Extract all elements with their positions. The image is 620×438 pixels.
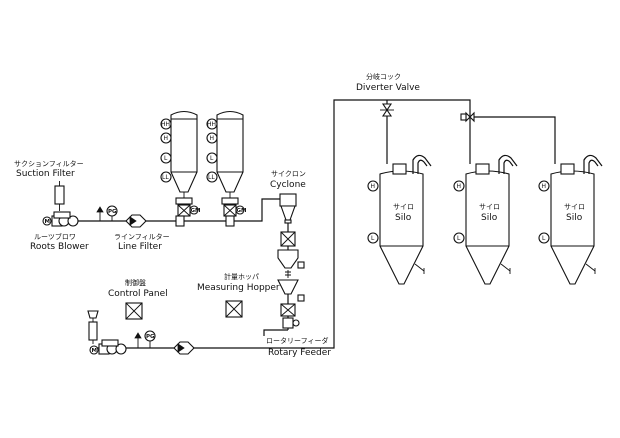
suction-filter-lower	[87, 310, 99, 344]
svg-text:H: H	[210, 135, 215, 142]
svg-text:HH: HH	[161, 121, 170, 128]
line-filter-label-en: Line Filter	[118, 242, 162, 252]
upper-line	[62, 198, 282, 222]
measuring-panel-box	[225, 300, 243, 318]
rotary-feeder	[280, 303, 300, 329]
svg-text:L: L	[457, 235, 461, 242]
silo-1-label-en: Silo	[395, 213, 412, 223]
diverter-valve-2	[460, 111, 475, 123]
line-filter-label-jp: ラインフィルター	[114, 232, 170, 241]
roots-blower-label-jp: ルーツブロワ	[34, 232, 76, 241]
svg-text:GM: GM	[191, 208, 201, 214]
pressure-gauge-upper: PG	[96, 205, 118, 221]
measuring-hopper-label-en: Measuring Hopper	[197, 283, 280, 293]
suction-filter-upper	[54, 181, 65, 211]
pressure-gauge-lower: PG	[134, 330, 156, 348]
line-filter-upper	[125, 214, 147, 228]
cyclone	[279, 193, 297, 224]
svg-text:M: M	[92, 348, 97, 354]
svg-text:L: L	[542, 235, 546, 242]
roots-blower-upper: M	[42, 211, 79, 227]
silo-3-label-jp: サイロ	[564, 203, 585, 211]
measuring-hopper	[277, 231, 305, 302]
tank-1: HH H L LL GM	[160, 110, 201, 227]
svg-text:H: H	[164, 135, 169, 142]
line-filter-lower	[173, 341, 195, 355]
silo-2: H L	[453, 150, 518, 285]
tank-2: HH H L LL GM	[206, 110, 247, 227]
svg-text:M: M	[45, 219, 50, 225]
svg-text:H: H	[457, 183, 462, 190]
svg-text:L: L	[371, 235, 375, 242]
diverter-valve-1	[380, 103, 394, 117]
svg-text:LL: LL	[162, 174, 169, 181]
cyclone-label-en: Cyclone	[270, 180, 306, 190]
suction-filter-label-jp: サクションフィルター	[14, 159, 84, 168]
diverter-branch-2	[470, 116, 556, 150]
suction-filter-label-en: Suction Filter	[16, 169, 75, 179]
control-panel-label-jp: 制御盤	[125, 278, 146, 287]
silo-1-label-jp: サイロ	[393, 203, 414, 211]
rotary-feeder-label-jp: ロータリーフィーダ	[266, 336, 328, 345]
diverter-valve-label-jp: 分岐コック	[366, 72, 401, 81]
silo-2-label-jp: サイロ	[479, 203, 500, 211]
roots-blower-lower: M	[89, 339, 127, 355]
svg-text:L: L	[210, 155, 214, 162]
svg-text:GM: GM	[237, 208, 247, 214]
svg-text:L: L	[164, 155, 168, 162]
svg-text:PG: PG	[146, 334, 155, 340]
feeder-branch	[263, 329, 288, 336]
silo-1: H L	[367, 150, 432, 285]
roots-blower-label-en: Roots Blower	[30, 242, 89, 252]
svg-text:LL: LL	[208, 174, 215, 181]
svg-text:HH: HH	[207, 121, 216, 128]
silo-2-label-en: Silo	[481, 213, 498, 223]
svg-text:H: H	[542, 183, 547, 190]
silo-3-label-en: Silo	[566, 213, 583, 223]
diverter-valve-label-en: Diverter Valve	[356, 83, 420, 93]
control-panel-box	[125, 302, 143, 320]
cyclone-label-jp: サイクロン	[271, 170, 306, 178]
svg-text:PG: PG	[108, 209, 117, 215]
silo-3: H L	[538, 150, 603, 285]
measuring-hopper-label-jp: 計量ホッパ	[224, 272, 259, 281]
control-panel-label-en: Control Panel	[108, 289, 168, 299]
svg-text:H: H	[371, 183, 376, 190]
rotary-feeder-label-en: Rotary Feeder	[268, 348, 331, 358]
